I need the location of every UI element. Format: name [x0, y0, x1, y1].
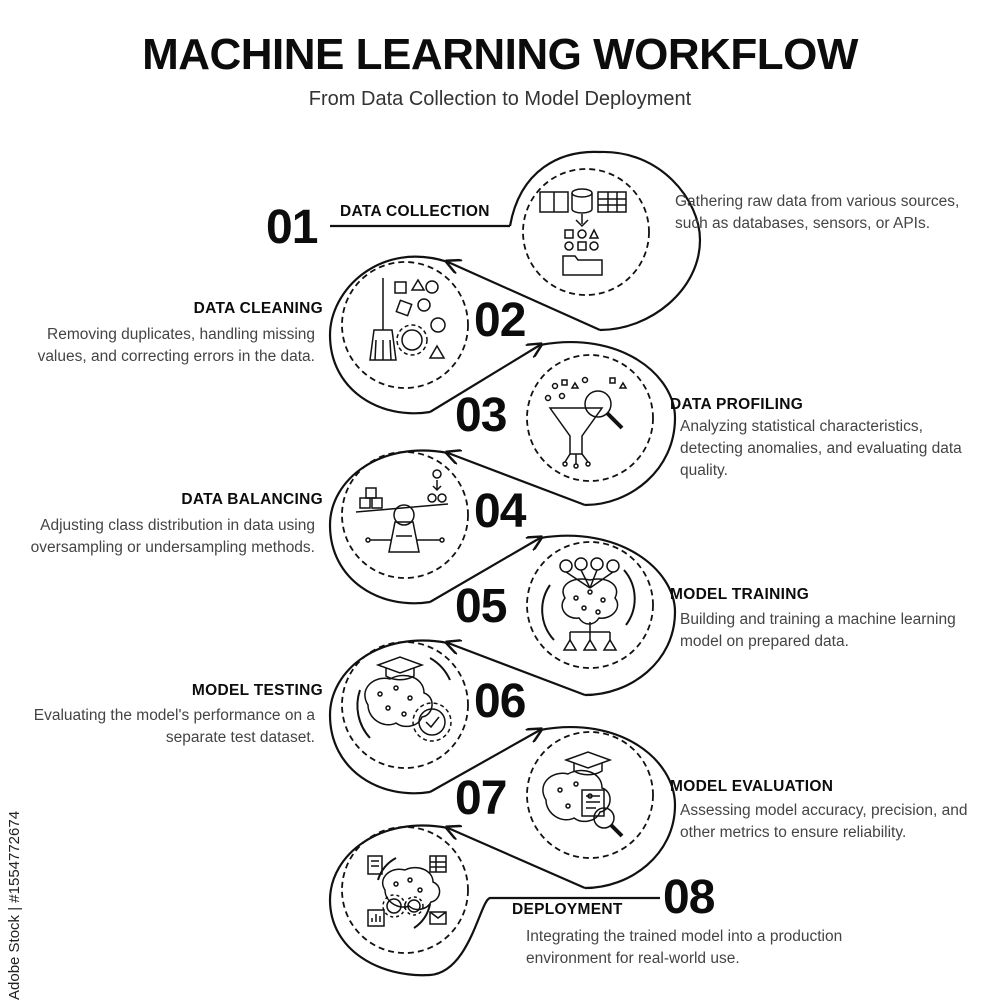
step-circles	[341, 168, 654, 954]
workflow-connector	[328, 150, 702, 977]
broom-gear-shapes-icon	[369, 278, 446, 361]
step-description-02: Removing duplicates, handling missing va…	[37, 326, 315, 365]
step-circle-01	[522, 168, 650, 296]
step-heading-04: DATA BALANCING	[181, 491, 323, 508]
brain-gears-documents-icon	[367, 855, 447, 929]
step-heading-03: DATA PROFILING	[670, 396, 804, 413]
step-circle-06	[341, 641, 469, 769]
step-description-05: Building and training a machine learning…	[680, 611, 956, 650]
funnel-magnifier-icon	[544, 376, 628, 469]
step-circle-02	[341, 261, 469, 389]
step-circle-04	[341, 451, 469, 579]
step-description-03: Analyzing statistical characteristics, d…	[680, 418, 962, 479]
step-heading-06: MODEL TESTING	[191, 682, 323, 699]
step-number-05: 05	[455, 580, 507, 633]
step-description-07: Assessing model accuracy, precision, and…	[680, 802, 968, 841]
step-description-01: Gathering raw data from various sources,…	[675, 193, 960, 232]
step-description-04: Adjusting class distribution in data usi…	[30, 517, 315, 556]
step-heading-02: DATA CLEANING	[193, 300, 323, 317]
step-heading-05: MODEL TRAINING	[670, 586, 810, 603]
step-number-08: 08	[663, 871, 715, 924]
step-heading-01: DATA COLLECTION	[340, 203, 490, 220]
brain-gear-check-icon	[356, 656, 452, 742]
step-number-04: 04	[474, 485, 526, 538]
step-heading-08: DEPLOYMENT	[512, 901, 623, 918]
database-files-folder-icon	[539, 188, 627, 276]
step-number-03: 03	[455, 389, 507, 442]
brain-magnifier-report-icon	[542, 751, 624, 838]
step-description-06: Evaluating the model's performance on a …	[33, 707, 315, 746]
step-number-07: 07	[455, 772, 507, 825]
stock-id-watermark: Adobe Stock | #1554772674	[6, 810, 23, 1000]
brain-network-training-icon	[541, 557, 636, 651]
page-title: MACHINE LEARNING WORKFLOW	[142, 30, 858, 79]
step-circle-05	[526, 541, 654, 669]
step-circle-08	[341, 826, 469, 954]
step-number-06: 06	[474, 675, 526, 728]
step-description-08: Integrating the trained model into a pro…	[526, 928, 843, 967]
balance-scale-icon	[355, 469, 449, 553]
step-circle-07	[526, 731, 654, 859]
step-number-02: 02	[474, 294, 526, 347]
step-circle-03	[526, 354, 654, 482]
step-number-01: 01	[266, 201, 318, 254]
step-heading-07: MODEL EVALUATION	[670, 778, 834, 795]
page-subtitle: From Data Collection to Model Deployment	[308, 88, 692, 110]
